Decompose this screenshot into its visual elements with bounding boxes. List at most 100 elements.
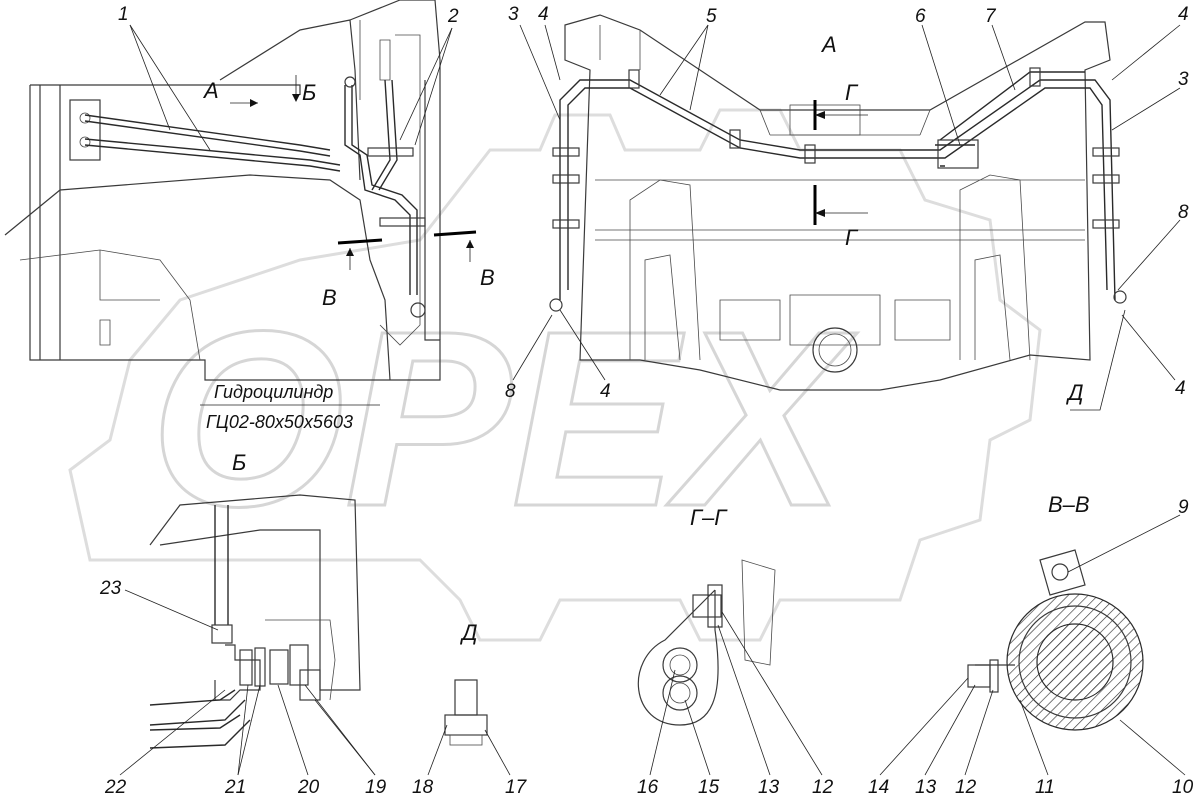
view-b-arrowhead (292, 94, 300, 102)
boom-detail (359, 20, 421, 346)
callout-14: 14 (868, 777, 889, 798)
leader-3a (519, 24, 561, 121)
hose-1-lower-b (84, 144, 341, 172)
side-view: А Б В В Гидроцилиндр ГЦ02-80x50x5603 1 2 (4, 0, 495, 432)
leader-4a (544, 24, 561, 81)
section-vv-title: В–В (1048, 492, 1090, 517)
leader-2b (414, 27, 453, 146)
view-a: А Г (505, 4, 1189, 411)
callout-5: 5 (706, 6, 717, 27)
cut-v-right-label: В (480, 265, 495, 290)
clamp-a5 (1092, 174, 1120, 184)
cut-g-bottom-arrowhead (815, 209, 825, 217)
cab-outline (29, 80, 441, 381)
clamp-a9 (804, 144, 816, 164)
callout-8b: 8 (1178, 202, 1189, 223)
hose-5b (567, 87, 1108, 291)
leader-4b (1111, 24, 1181, 81)
leader-5b (689, 24, 709, 111)
leader-8b (1117, 219, 1181, 291)
note-line-2: ГЦ02-80x50x5603 (206, 412, 353, 432)
clamp-a10 (1029, 67, 1041, 87)
leader-19b (314, 699, 376, 776)
callout-20: 20 (297, 777, 320, 798)
section-vv: В–В 9 10 11 12 13 14 (868, 492, 1194, 798)
port-1 (79, 112, 91, 124)
callout-22: 22 (104, 777, 127, 798)
left-support (629, 179, 701, 361)
cut-v-right-arrowhead (466, 240, 474, 248)
fitting-top (344, 76, 356, 88)
callout-6: 6 (915, 6, 926, 27)
leader-6 (921, 24, 961, 146)
callout-21: 21 (224, 777, 246, 798)
cut-v-right (433, 230, 477, 237)
view-a-arrowhead (250, 99, 258, 107)
hydraulic-block (69, 99, 101, 161)
callout-16: 16 (637, 777, 659, 798)
fender (4, 174, 391, 381)
vv-bolt-washer (989, 659, 999, 693)
nut-21a (239, 649, 253, 686)
cut-v-left (337, 238, 383, 245)
fender-inner (19, 249, 201, 361)
fitting-23 (211, 624, 233, 644)
view-a-title: А (820, 32, 837, 57)
leader-12a (721, 611, 823, 776)
note-line-1: Гидроцилиндр (214, 382, 333, 402)
hose-22 (149, 689, 251, 749)
hose-1-lower (84, 138, 341, 166)
callout-12b: 12 (955, 777, 977, 798)
hose-6-7 (935, 71, 1085, 167)
tee-fitting (214, 644, 261, 701)
fitting-19a (289, 644, 309, 686)
valve-block (937, 139, 979, 169)
top-plate (789, 104, 861, 136)
callout-13a: 13 (758, 777, 780, 798)
leader-21b (237, 684, 261, 776)
callout-4b: 4 (1178, 4, 1189, 25)
leader-4c (559, 309, 606, 381)
leader-4d (1121, 314, 1176, 381)
gg-washer (707, 584, 723, 628)
callout-7: 7 (985, 6, 997, 27)
section-gg-title: Г–Г (690, 505, 728, 530)
view-b-title: Б (232, 450, 246, 475)
view-d-title: Д (459, 620, 478, 645)
cut-v-left-arrowhead (346, 248, 354, 256)
gg-bolt (692, 594, 722, 618)
leader-1b (129, 24, 211, 151)
right-support (959, 174, 1031, 361)
center-hub (812, 327, 858, 373)
clamp-a8 (729, 129, 741, 149)
hose-1-upper (84, 114, 331, 151)
vv-rod (1036, 623, 1114, 701)
leader-12b (964, 689, 994, 776)
hose-1-upper-b (84, 120, 331, 157)
cut-g-top-label: Г (845, 80, 859, 105)
vv-bolt-head (967, 664, 991, 688)
view-d-marker-label: Д (1065, 380, 1084, 405)
leader-15 (684, 699, 711, 776)
boom-upper (219, 0, 441, 340)
callout-4c: 4 (600, 381, 611, 402)
cylinder-eye (410, 302, 426, 318)
leader-9 (1067, 514, 1181, 573)
bracket-body (149, 494, 361, 691)
vv-ear (1039, 549, 1086, 596)
clamps (549, 67, 1127, 312)
watermark-text: ОРЕХ (150, 279, 858, 558)
view-d-marker (1070, 309, 1126, 411)
bracket-plate (265, 619, 336, 701)
leader-1a (129, 24, 171, 131)
gg-wall (741, 559, 776, 666)
axle-housing (564, 14, 1111, 391)
clamp-a3 (552, 219, 580, 229)
end-fitting-right (1113, 290, 1127, 304)
d-fitting (444, 714, 488, 736)
gg-hose-upper-in (669, 654, 691, 676)
clamp-a4 (1092, 147, 1120, 157)
leader-10 (1119, 719, 1186, 776)
callout-2: 2 (447, 6, 459, 27)
